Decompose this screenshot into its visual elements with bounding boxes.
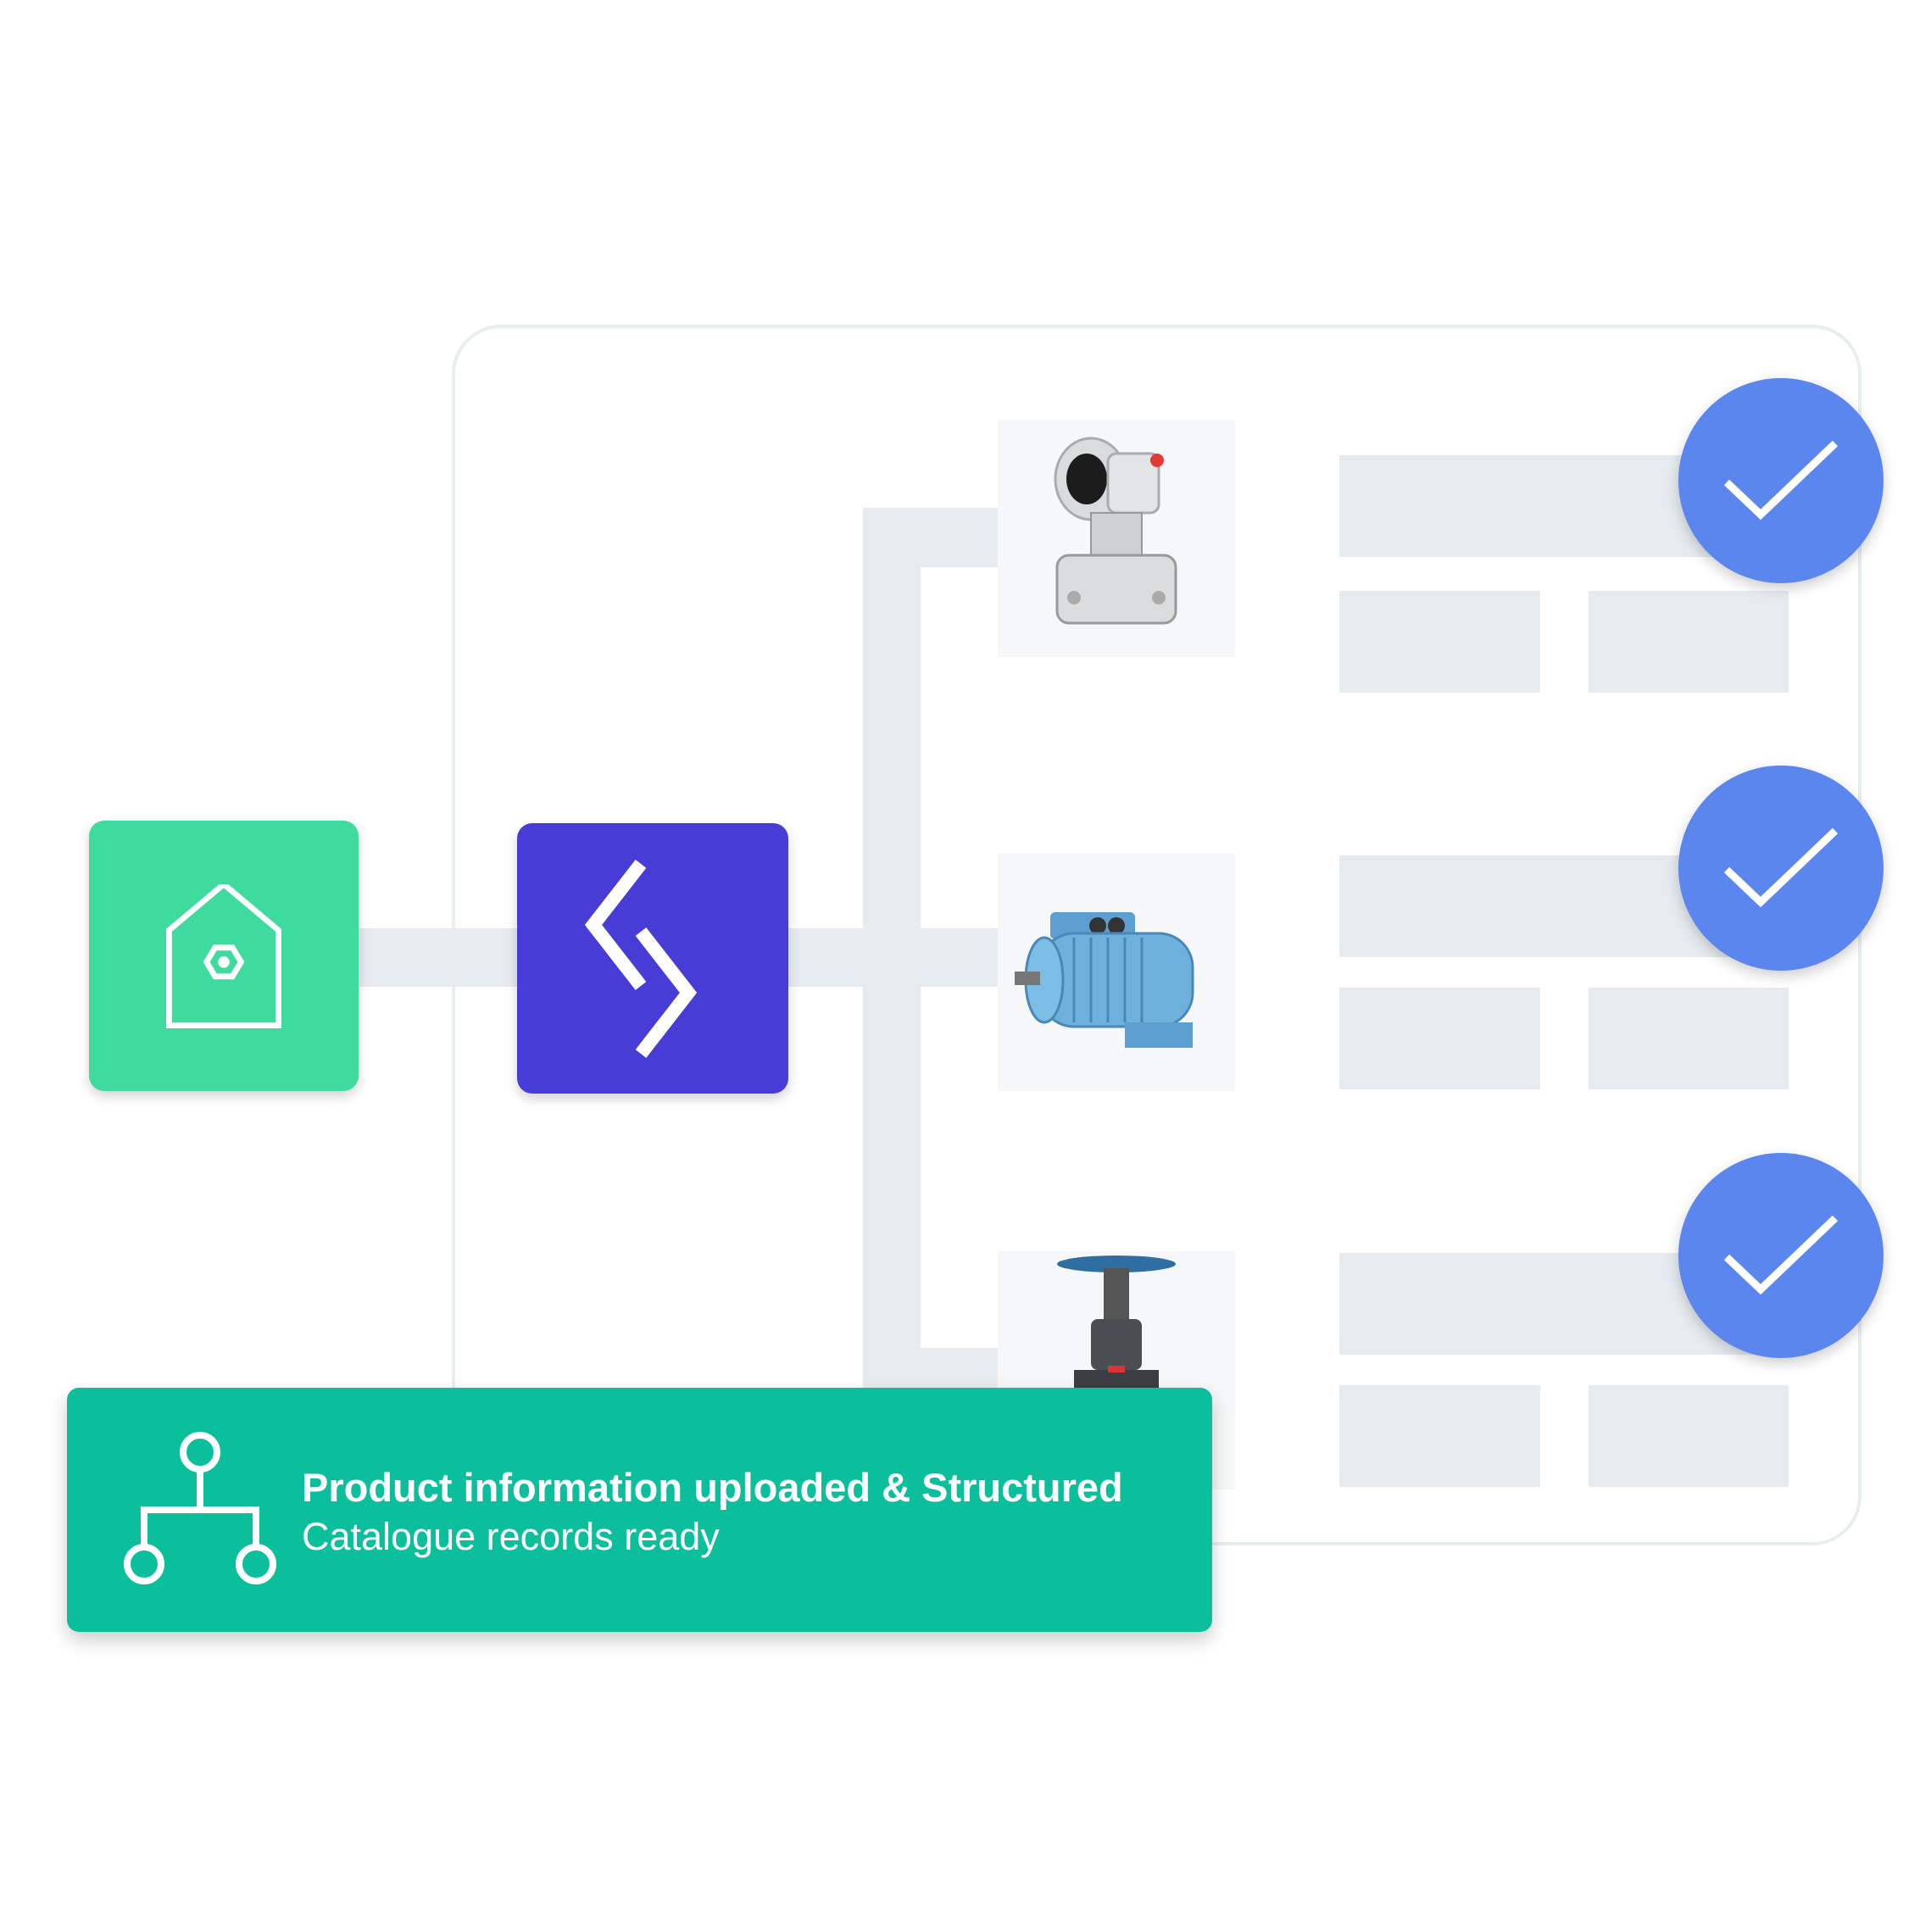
status-banner: Product information uploaded & Structure… (67, 1388, 1212, 1632)
source-tile (89, 821, 359, 1091)
electric-motor-icon (1015, 912, 1194, 1048)
record-field-placeholder (1589, 591, 1789, 693)
check-badge (1678, 378, 1884, 583)
check-badge (1678, 1153, 1884, 1358)
record-field-placeholder (1589, 988, 1789, 1089)
product-image-pressure-transmitter (998, 420, 1235, 657)
record-field-placeholder (1339, 1385, 1540, 1487)
hierarchy-icon (124, 1432, 276, 1584)
record-field-placeholder (1589, 1385, 1789, 1487)
connector-vertical (863, 508, 921, 1389)
processor-tile (517, 823, 788, 1094)
banner-subtitle: Catalogue records ready (302, 1515, 720, 1558)
product-image-electric-motor (998, 853, 1235, 1091)
connector-branch-top (863, 508, 999, 567)
pressure-transmitter-icon (1054, 437, 1177, 625)
check-icon (1723, 827, 1839, 908)
banner-title: Product information uploaded & Structure… (302, 1465, 1123, 1510)
record-field-placeholder (1339, 988, 1540, 1089)
check-icon (1723, 440, 1839, 521)
record-field-placeholder (1339, 591, 1540, 693)
tag-hexagon-icon (166, 883, 281, 1028)
check-icon (1723, 1215, 1839, 1295)
logo-chevrons-icon (584, 859, 698, 1058)
check-badge (1678, 766, 1884, 971)
